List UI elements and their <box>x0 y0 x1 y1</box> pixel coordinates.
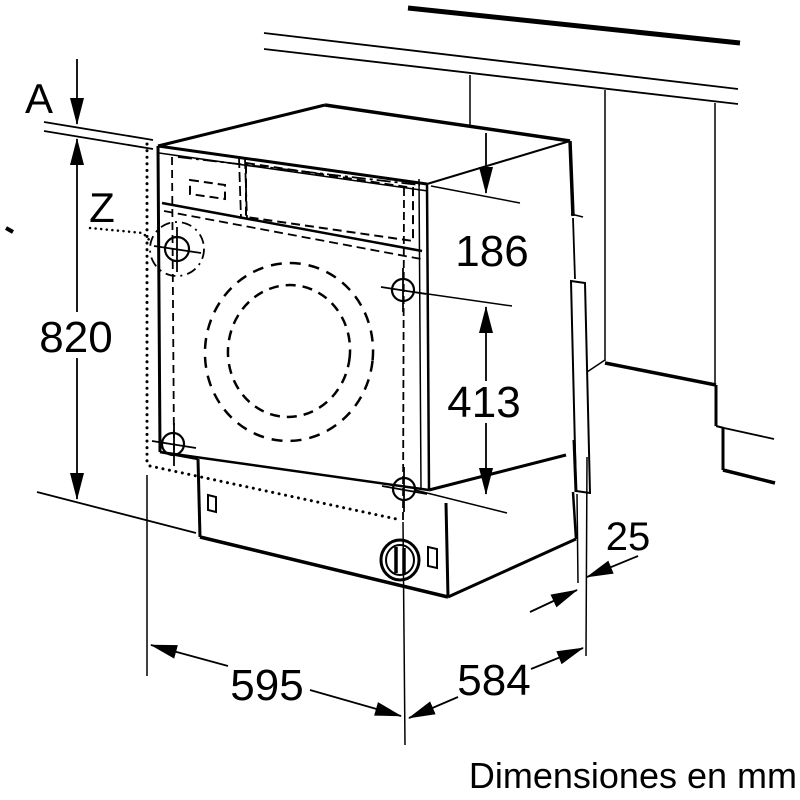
plinth-slot-left <box>207 493 217 514</box>
washing-machine <box>149 103 592 746</box>
control-panel-band <box>158 152 429 260</box>
fixing-right-lower <box>381 467 428 512</box>
dimension-depth-584: 584 <box>408 456 588 719</box>
machine-front-face <box>156 145 431 522</box>
caption: Dimensiones en mm <box>469 755 797 796</box>
plinth-slot-right <box>427 545 438 570</box>
drain-pump-knob <box>379 538 421 582</box>
furniture-door-panel <box>569 279 592 495</box>
floor-reference-line <box>36 491 197 534</box>
dim-186-label: 186 <box>455 227 528 276</box>
door-porthole <box>203 261 375 443</box>
dim-413-label: 413 <box>447 378 520 427</box>
adjacent-cabinet <box>469 75 776 485</box>
dimension-a: A <box>25 59 84 125</box>
dimension-186-413: 186 413 <box>413 133 529 514</box>
worktop <box>43 5 741 150</box>
fixing-points <box>149 221 428 512</box>
machine-top-face <box>157 103 571 186</box>
dimension-height-820: 820 <box>36 138 197 534</box>
dimension-width-595: 595 <box>146 475 402 717</box>
dim-25-label: 25 <box>606 515 651 559</box>
label-z: Z <box>89 184 115 231</box>
detail-z-circle <box>149 221 205 277</box>
dimension-door-25: 25 <box>529 493 651 613</box>
detergent-drawer-handle <box>189 178 226 201</box>
dim-595-label: 595 <box>230 661 303 710</box>
plinth <box>159 450 578 746</box>
dim-820-label: 820 <box>39 313 112 362</box>
label-a: A <box>25 75 53 122</box>
panel-recess <box>245 161 414 243</box>
machine-right-side <box>428 140 584 492</box>
niche-dotted-outline <box>145 142 403 522</box>
detail-z: Z <box>5 184 153 244</box>
fixing-top-left <box>149 221 205 277</box>
dim-584-label: 584 <box>457 656 530 705</box>
